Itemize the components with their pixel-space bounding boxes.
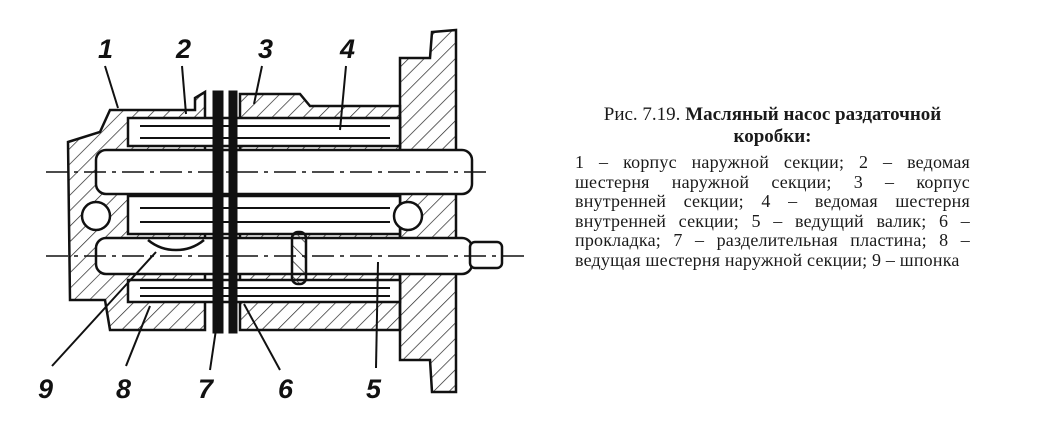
- caption-title: Рис. 7.19. Масляный насос раздаточной ко…: [575, 104, 970, 148]
- leader-lines: [51, 65, 379, 371]
- caption-heading: Масляный насос раздаточной коробки:: [685, 104, 942, 147]
- callout-3: 3: [258, 34, 273, 64]
- callout-9: 9: [38, 374, 53, 404]
- key: [147, 230, 308, 286]
- figure-caption: Рис. 7.19. Масляный насос раздаточной ко…: [575, 104, 970, 271]
- separating-plate: [212, 90, 238, 334]
- balls: [80, 200, 424, 232]
- caption-prefix: Рис. 7.19.: [603, 104, 681, 125]
- callout-6: 6: [278, 374, 294, 404]
- callout-4: 4: [339, 34, 355, 64]
- callout-2: 2: [175, 34, 191, 64]
- callout-1: 1: [98, 34, 113, 64]
- callout-7: 7: [198, 374, 215, 404]
- gear-lines: [140, 125, 390, 297]
- callout-5: 5: [366, 374, 382, 404]
- callout-8: 8: [116, 374, 131, 404]
- centerlines: [46, 171, 528, 257]
- caption-legend: 1 – корпус наружной секции; 2 – ведомая …: [575, 152, 970, 270]
- callouts: 1 2 3 4 5 6 7 8 9: [38, 34, 382, 404]
